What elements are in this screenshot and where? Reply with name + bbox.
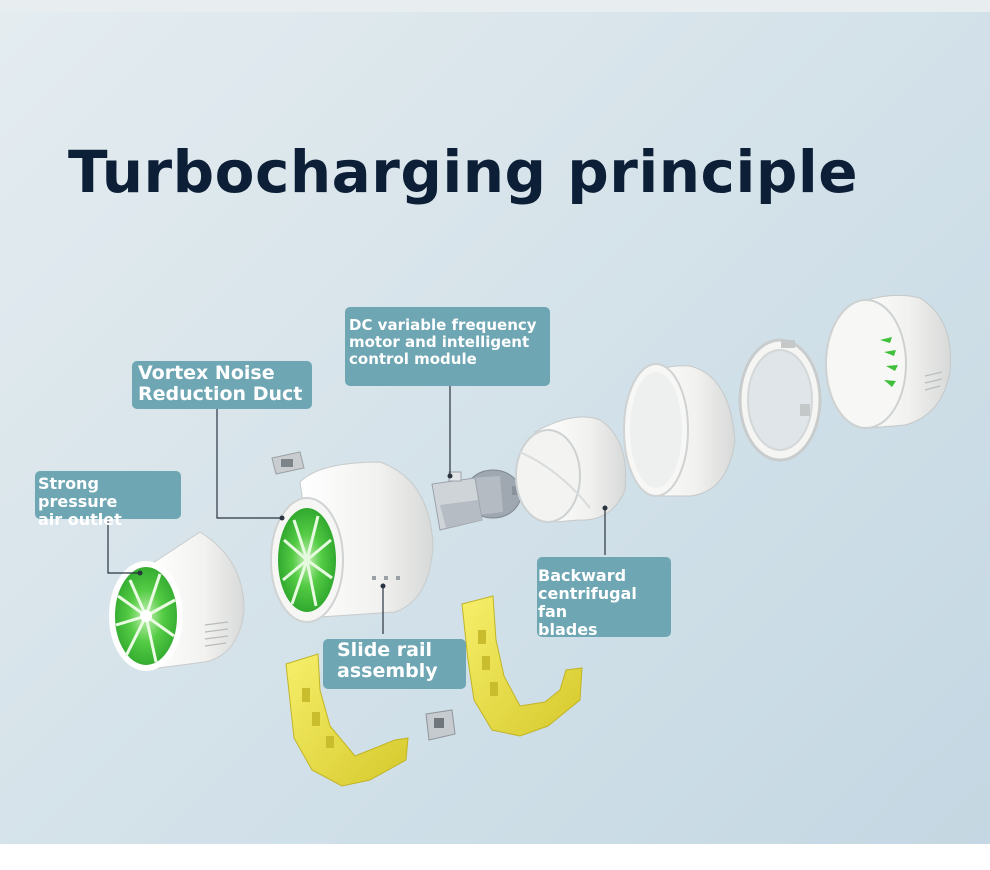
inlet-housing bbox=[825, 294, 952, 429]
mounting-ring bbox=[738, 338, 822, 462]
label-fan-blades-line3: blades bbox=[538, 619, 598, 639]
label-fan-blades-line1: Backward bbox=[538, 566, 627, 585]
slide-rail-left bbox=[285, 653, 409, 787]
label-air-outlet: Strong pressure air outlet bbox=[35, 471, 181, 528]
leader-lines bbox=[107, 386, 606, 634]
label-air-outlet-line1: Strong pressure bbox=[38, 474, 118, 511]
label-motor-module-line3: control module bbox=[349, 349, 477, 368]
slide-rail-right bbox=[461, 595, 583, 737]
label-slide-rail-line2: assembly bbox=[337, 660, 438, 683]
diagram-stage: Turbocharging principle Strong pressure … bbox=[0, 12, 990, 844]
label-motor-module-line1: DC variable frequency bbox=[349, 316, 537, 334]
page-title: Turbocharging principle bbox=[68, 138, 859, 206]
dc-motor bbox=[431, 469, 528, 531]
centrifugal-fan-housing bbox=[515, 416, 627, 523]
label-slide-rail: Slide rail assembly bbox=[323, 639, 466, 689]
duct-ring bbox=[623, 363, 736, 497]
top-strip bbox=[0, 0, 990, 12]
bottom-strip bbox=[0, 844, 990, 870]
label-motor-module: DC variable frequency motor and intellig… bbox=[345, 307, 550, 386]
label-air-outlet-line2: air outlet bbox=[38, 509, 122, 529]
label-fan-blades-line2: centrifugal fan bbox=[538, 583, 637, 621]
small-bracket bbox=[271, 451, 305, 475]
label-slide-rail-line1: Slide rail bbox=[337, 639, 433, 661]
exploded-view-illustration bbox=[107, 294, 952, 787]
rail-connector bbox=[425, 709, 456, 741]
label-motor-module-line2: motor and intelligent bbox=[349, 332, 530, 351]
label-vortex-duct: Vortex Noise Reduction Duct bbox=[132, 361, 312, 409]
label-vortex-duct-line2: Reduction Duct bbox=[138, 383, 303, 406]
outlet-housing bbox=[109, 531, 245, 671]
label-vortex-duct-line1: Vortex Noise bbox=[138, 362, 275, 384]
label-fan-blades: Backward centrifugal fan blades bbox=[537, 557, 671, 639]
vortex-duct bbox=[270, 461, 434, 623]
